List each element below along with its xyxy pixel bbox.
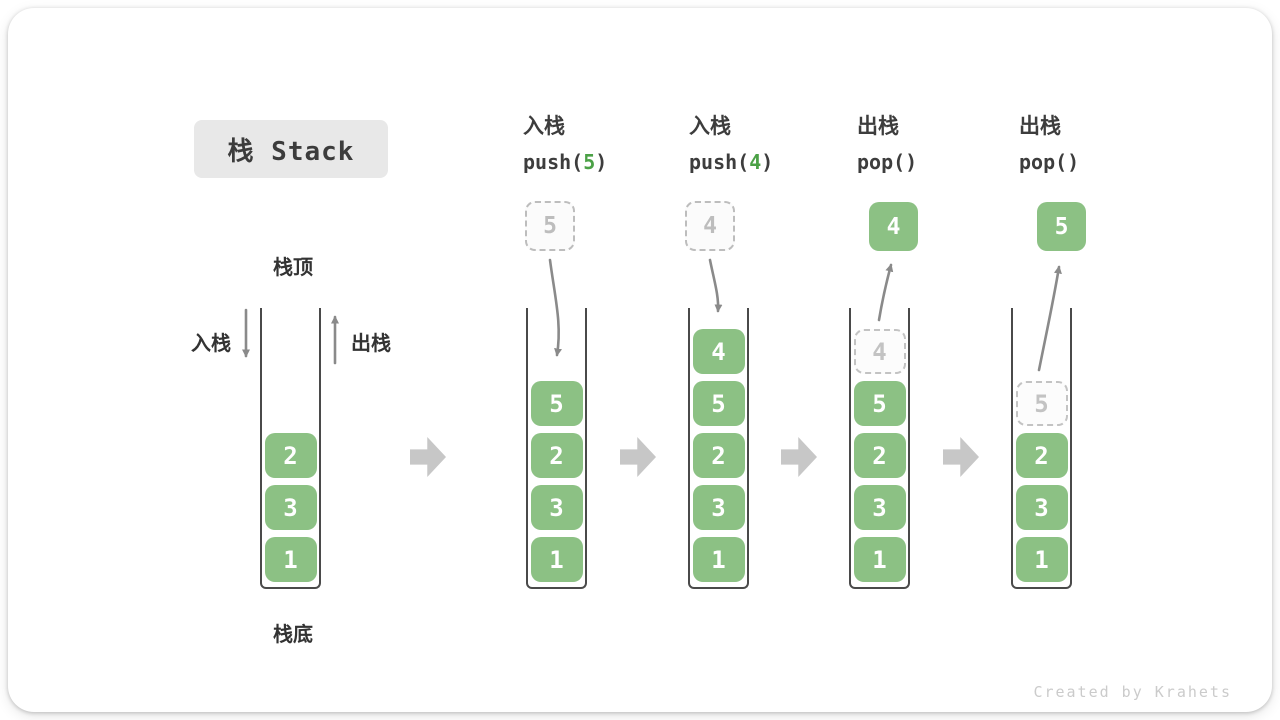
flow-arrow-icon [781,437,817,477]
op-code: push(4) [689,150,774,174]
stack-container-push-5: 5 2 3 1 [526,308,587,589]
column-header-push-4: 入栈 push(4) [689,111,773,177]
stack-cell: 1 [530,537,583,582]
diagram-title: 栈 Stack [194,120,388,178]
push-4-arrow-icon [708,258,723,313]
stack-top-label: 栈顶 [273,255,313,279]
stack-cell: 1 [264,537,317,582]
stack-cell: 3 [264,485,317,530]
column-header-pop-1: 出栈 pop() [857,111,917,177]
op-code: pop() [857,150,918,174]
stack-cell: 2 [692,433,745,478]
stack-cell: 5 [530,381,583,426]
stack: 2 3 1 [262,308,319,587]
stack-cell: 4 [692,329,745,374]
stack-cell-ghost: 4 [853,329,906,374]
flow-arrow-icon [410,437,446,477]
flow-arrow-icon [943,437,979,477]
stack-cell: 3 [530,485,583,530]
op-code: push(5) [523,150,608,174]
stack-cell: 1 [692,537,745,582]
column-header-push-5: 入栈 push(5) [523,111,607,177]
stack: 4 5 2 3 1 [690,308,747,587]
popped-value-box: 5 [1037,202,1086,251]
column-header-pop-2: 出栈 pop() [1019,111,1079,177]
stack-cell: 3 [692,485,745,530]
floating-value-ghost: 5 [525,201,575,251]
op-label: 入栈 [523,114,565,138]
stack-container-initial: 2 3 1 [260,308,321,589]
popped-value-box: 4 [869,202,918,251]
op-label: 入栈 [689,114,731,138]
stack: 5 2 3 1 [528,308,585,587]
stack-cell: 1 [853,537,906,582]
stack-cell: 2 [530,433,583,478]
op-code: pop() [1019,150,1080,174]
pop-side-label: 出栈 [351,331,391,355]
stack-cell: 5 [692,381,745,426]
stack-cell: 2 [853,433,906,478]
stack-cell: 2 [264,433,317,478]
diagram-card: 栈 Stack 栈顶 栈底 入栈 出栈 入栈 push(5) 入栈 push(4… [8,8,1272,712]
op-label: 出栈 [857,114,899,138]
flow-arrow-icon [620,437,656,477]
stack-container-pop-2: 5 2 3 1 [1011,308,1072,589]
arrow-layer [242,258,1062,372]
stack-cell: 2 [1015,433,1068,478]
stack-cell: 3 [1015,485,1068,530]
push-side-label: 入栈 [191,331,231,355]
watermark: Created by Krahets [1033,683,1232,701]
stack-container-push-4: 4 5 2 3 1 [688,308,749,589]
stack-cell: 3 [853,485,906,530]
op-label: 出栈 [1019,114,1061,138]
stack-bottom-label: 栈底 [273,622,313,646]
stack-cell: 1 [1015,537,1068,582]
stack-cell-ghost: 5 [1015,381,1068,426]
stack-cell: 5 [853,381,906,426]
floating-value-ghost: 4 [685,201,735,251]
stack: 5 2 3 1 [1013,308,1070,587]
stack: 4 5 2 3 1 [851,308,908,587]
stack-container-pop-1: 4 5 2 3 1 [849,308,910,589]
